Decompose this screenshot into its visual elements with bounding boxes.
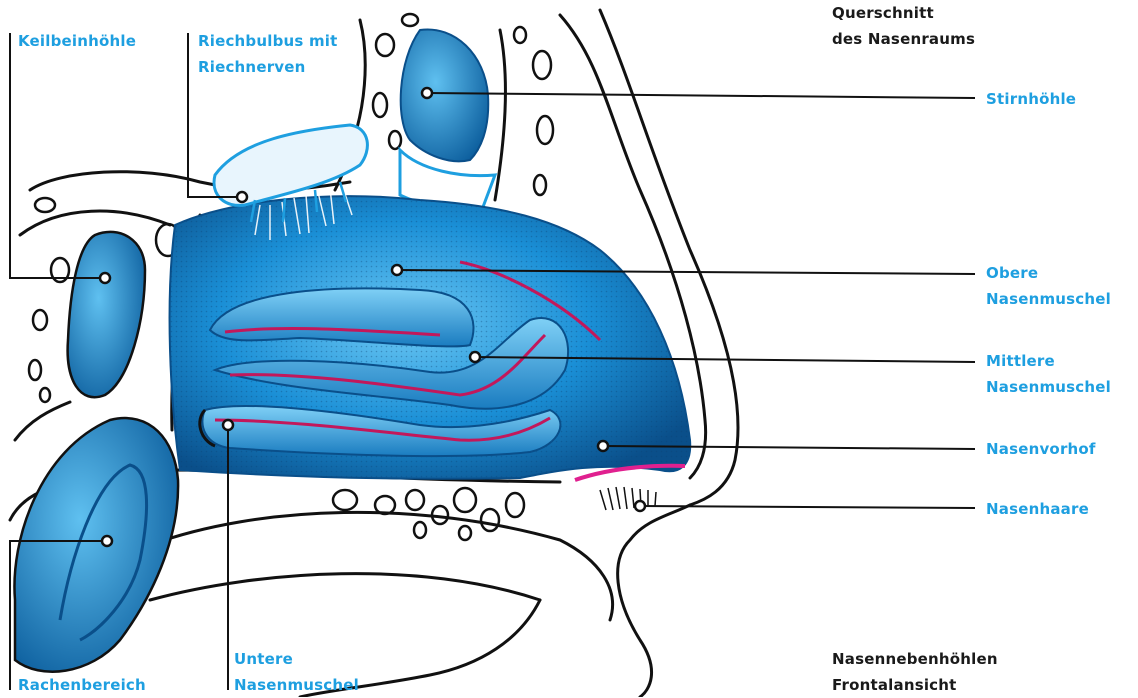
label-rachenbereich: Rachenbereich xyxy=(18,672,146,698)
dot-vorhof xyxy=(598,441,608,451)
label-untere-nasenmuschel: Untere Nasenmuschel xyxy=(234,646,359,698)
label-nasenhaare-text: Nasenhaare xyxy=(986,496,1089,522)
dot-stirnhoehle xyxy=(422,88,432,98)
label-obere-line2: Nasenmuschel xyxy=(986,286,1111,312)
dot-riechbulbus xyxy=(237,192,247,202)
label-untere-line2: Nasenmuschel xyxy=(234,672,359,698)
dot-haare xyxy=(635,501,645,511)
label-riechbulbus-line2: Riechnerven xyxy=(198,54,338,80)
title-nasennebenhoehlen: Nasennebenhöhlen Frontalansicht xyxy=(832,646,998,698)
label-stirnhoehle: Stirnhöhle xyxy=(986,86,1076,112)
label-mittlere-nasenmuschel: Mittlere Nasenmuschel xyxy=(986,348,1111,400)
dot-untere xyxy=(223,420,233,430)
dot-mittlere xyxy=(470,352,480,362)
label-keilbeinhoehle: Keilbeinhöhle xyxy=(18,28,136,54)
leader-stirnhoehle xyxy=(427,93,975,98)
sphenoid-sinus xyxy=(68,232,145,397)
label-rachenbereich-text: Rachenbereich xyxy=(18,672,146,698)
leader-haare xyxy=(640,506,975,508)
label-riechbulbus: Riechbulbus mit Riechnerven xyxy=(198,28,338,80)
dot-obere xyxy=(392,265,402,275)
title-querschnitt-line1: Querschnitt xyxy=(832,0,975,26)
label-mittlere-line1: Mittlere xyxy=(986,348,1111,374)
label-nasenvorhof-text: Nasenvorhof xyxy=(986,436,1096,462)
label-obere-line1: Obere xyxy=(986,260,1111,286)
label-obere-nasenmuschel: Obere Nasenmuschel xyxy=(986,260,1111,312)
title-nasennebenhoehlen-line2: Frontalansicht xyxy=(832,672,998,698)
dot-keilbein xyxy=(100,273,110,283)
label-keilbeinhoehle-text: Keilbeinhöhle xyxy=(18,28,136,54)
label-untere-line1: Untere xyxy=(234,646,359,672)
title-querschnitt-line2: des Nasenraums xyxy=(832,26,975,52)
frontal-sinus xyxy=(401,29,489,161)
title-querschnitt: Querschnitt des Nasenraums xyxy=(832,0,975,52)
label-nasenvorhof: Nasenvorhof xyxy=(986,436,1096,462)
title-nasennebenhoehlen-line1: Nasennebenhöhlen xyxy=(832,646,998,672)
label-mittlere-line2: Nasenmuschel xyxy=(986,374,1111,400)
dot-rachen xyxy=(102,536,112,546)
label-riechbulbus-line1: Riechbulbus mit xyxy=(198,28,338,54)
label-nasenhaare: Nasenhaare xyxy=(986,496,1089,522)
pharynx xyxy=(14,418,178,672)
label-stirnhoehle-text: Stirnhöhle xyxy=(986,86,1076,112)
